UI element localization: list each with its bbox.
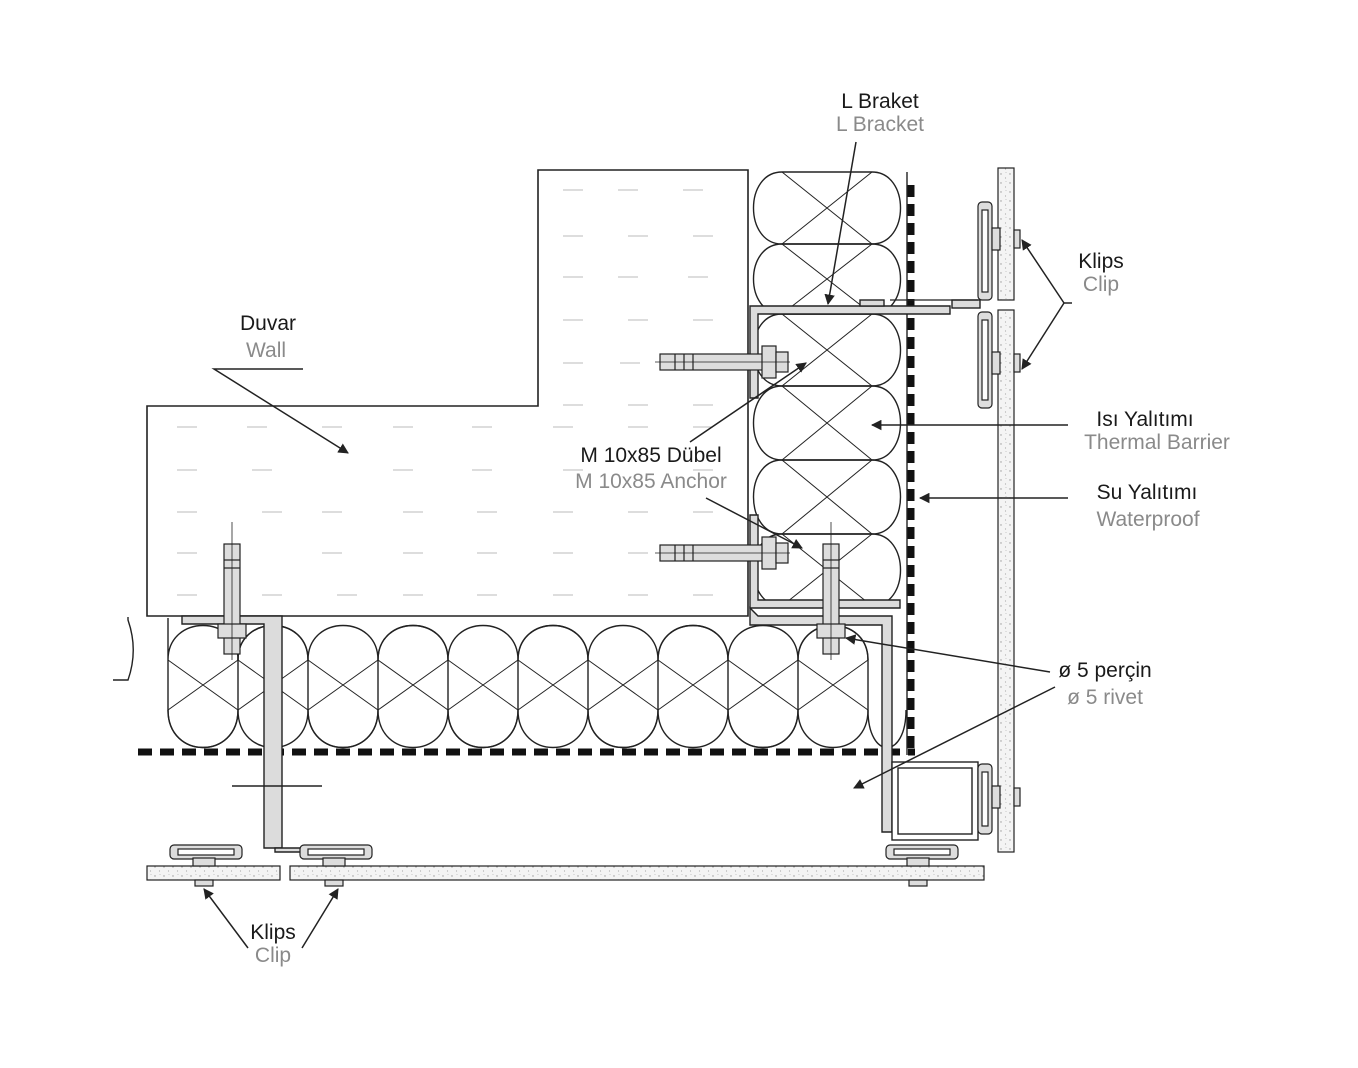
label-l-bracket-tr: L Braket bbox=[841, 90, 919, 113]
clip-bottom-right bbox=[885, 844, 959, 887]
leader-rivet-upper bbox=[844, 634, 1051, 673]
cladding-panel-right bbox=[997, 167, 1015, 853]
insulation-horizontal bbox=[113, 617, 908, 750]
leader-clip-bottom-right bbox=[301, 888, 339, 949]
anchor-vertical-right bbox=[816, 522, 846, 660]
waterproof-membrane bbox=[138, 172, 915, 756]
label-rivet-tr: ø 5 perçin bbox=[1058, 659, 1152, 682]
cladding-panel-bottom bbox=[146, 865, 985, 881]
clip-bottom-left bbox=[169, 844, 243, 887]
label-clip-right-tr: Klips bbox=[1078, 250, 1124, 273]
label-wall-tr: Duvar bbox=[239, 312, 297, 335]
clip-right-lower bbox=[977, 763, 1021, 835]
anchor-lower bbox=[655, 536, 790, 570]
label-clip-right-en: Clip bbox=[1082, 273, 1120, 296]
leader-clip-bottom-left bbox=[203, 888, 249, 949]
clip-bottom-middle bbox=[299, 844, 373, 887]
clip-right-middle bbox=[977, 311, 1021, 409]
leader-anchor-upper bbox=[689, 362, 807, 443]
anchor-vertical-left bbox=[217, 522, 247, 660]
label-wall-en: Wall bbox=[245, 339, 287, 362]
wall-hatch bbox=[177, 189, 713, 596]
leader-anchor-lower bbox=[705, 497, 803, 549]
label-waterproof-en: Waterproof bbox=[1096, 508, 1200, 531]
label-thermal-en: Thermal Barrier bbox=[1084, 431, 1230, 454]
label-thermal-tr: Isı Yalıtımı bbox=[1096, 408, 1194, 431]
label-anchor-en: M 10x85 Anchor bbox=[575, 470, 727, 493]
label-clip-bottom-tr: Klips bbox=[250, 921, 296, 944]
label-l-bracket-en: L Bracket bbox=[836, 113, 924, 136]
l-bracket-lower bbox=[749, 514, 901, 833]
anchor-upper bbox=[655, 345, 790, 379]
leader-l-bracket bbox=[824, 141, 857, 306]
label-anchor-tr: M 10x85 Dübel bbox=[580, 444, 722, 467]
leader-rivet-lower bbox=[853, 686, 1056, 789]
leader-wall bbox=[211, 368, 349, 454]
label-clip-bottom-en: Clip bbox=[254, 944, 292, 967]
label-waterproof-tr: Su Yalıtımı bbox=[1096, 481, 1198, 504]
l-profile-bottom bbox=[181, 615, 361, 853]
clip-right-upper bbox=[977, 201, 1021, 301]
wall-section bbox=[146, 169, 749, 617]
leader-clip-middle bbox=[1021, 302, 1065, 370]
corner-profile bbox=[891, 761, 979, 841]
label-rivet-en: ø 5 rivet bbox=[1067, 686, 1143, 709]
leader-clip-upper bbox=[1021, 239, 1065, 304]
